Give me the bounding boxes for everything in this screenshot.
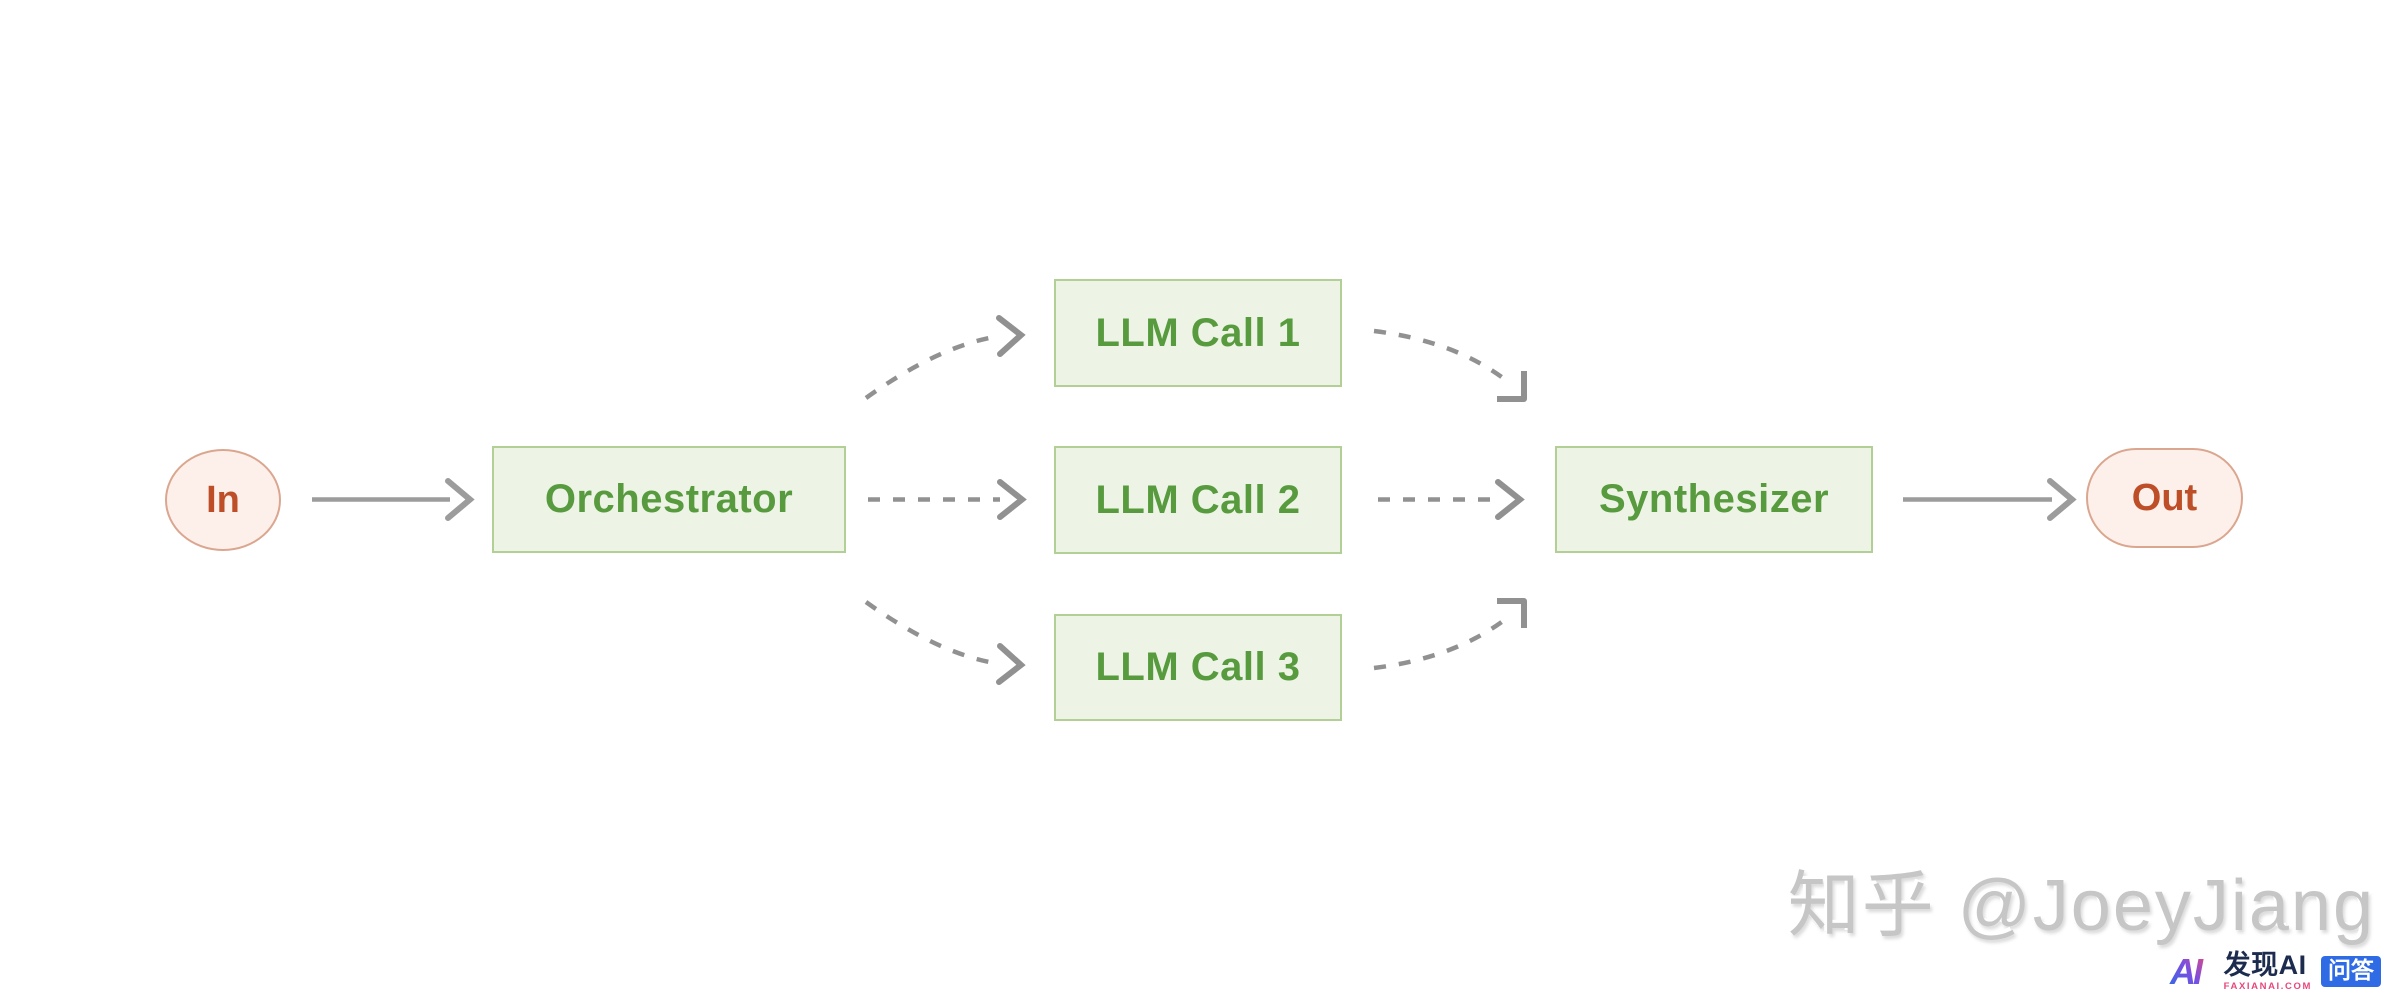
- arrowhead-orchestrator-to-llm3: [996, 643, 1026, 685]
- node-synthesizer-label: Synthesizer: [1598, 477, 1830, 521]
- node-llm-call-1: LLM Call 1: [1054, 279, 1342, 387]
- site-logo: AI 发现AI FAXIANAI.COM 问答: [2169, 949, 2381, 992]
- arrow-llm3-to-synthesizer: [1373, 616, 1509, 671]
- node-out-label: Out: [2131, 476, 2198, 519]
- node-synthesizer: Synthesizer: [1555, 446, 1873, 553]
- node-orchestrator: Orchestrator: [492, 446, 846, 553]
- node-llm-call-2-label: LLM Call 2: [1095, 477, 1301, 522]
- node-out: Out: [2086, 448, 2243, 548]
- brand-ai-mark-text: AI: [2169, 952, 2204, 990]
- arrowhead-synthesizer-to-out: [2047, 478, 2077, 521]
- arrowhead-llm1-to-synthesizer: [1497, 371, 1527, 402]
- node-in-label: In: [206, 478, 240, 521]
- brand-name: 发现AI: [2223, 949, 2307, 980]
- arrowhead-llm3-to-synthesizer: [1497, 598, 1527, 628]
- node-in: In: [165, 449, 281, 551]
- arrow-orchestrator-to-llm1: [864, 333, 1001, 400]
- node-llm-call-2: LLM Call 2: [1054, 446, 1342, 554]
- arrowhead-llm2-to-synthesizer: [1495, 479, 1525, 520]
- arrowhead-orchestrator-to-llm2: [997, 479, 1027, 520]
- node-orchestrator-label: Orchestrator: [544, 477, 794, 521]
- node-llm-call-1-label: LLM Call 1: [1095, 310, 1301, 355]
- arrowhead-orchestrator-to-llm1: [996, 315, 1026, 357]
- brand-ai-mark-icon: AI: [2169, 952, 2207, 990]
- node-llm-call-3: LLM Call 3: [1054, 614, 1342, 721]
- brand-domain: FAXIANAI.COM: [2223, 980, 2312, 992]
- node-llm-call-3-label: LLM Call 3: [1095, 645, 1301, 689]
- arrow-orchestrator-to-llm3: [864, 600, 1001, 667]
- zhihu-watermark: 知乎 @JoeyJiang: [1787, 866, 2375, 946]
- qa-badge: 问答: [2321, 955, 2381, 987]
- arrow-llm1-to-synthesizer: [1373, 328, 1509, 383]
- brand-text-block: 发现AI FAXIANAI.COM: [2223, 949, 2312, 992]
- arrowhead-in-to-orchestrator: [445, 478, 475, 521]
